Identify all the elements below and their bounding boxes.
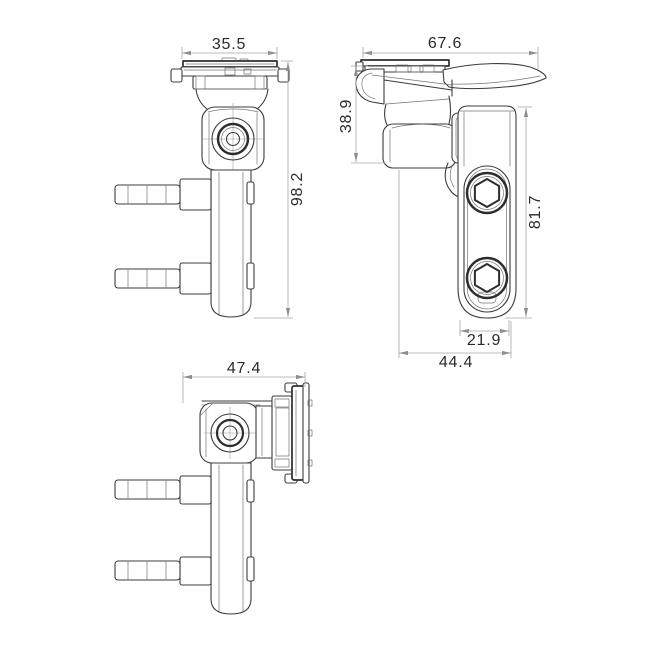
rotated-bolt-upper [114,475,212,505]
dim-label-rotated-width: 47.4 [227,360,261,377]
side-hex-bolt-upper [465,171,509,215]
dim-label-side-base-width: 44.4 [439,354,473,371]
side-release-lever [442,63,547,90]
rotated-arm [210,462,255,615]
front-neck [192,75,269,110]
front-view: 35.5 98.2 [114,36,306,319]
side-view: 67.6 38.9 81.7 21.9 44.4 [338,35,547,371]
dim-label-front-width: 35.5 [212,36,246,53]
dim-side-base-width: 44.4 [398,170,512,371]
rotated-neck [255,405,275,459]
dim-side-head-height: 38.9 [338,65,385,164]
dim-label-side-clamp-width: 21.9 [467,332,501,349]
dim-side-width: 67.6 [362,35,539,70]
front-pivot-housing [201,103,265,179]
side-hex-bolt-lower [465,256,509,300]
rotated-bolt-lower [114,556,212,586]
dim-label-side-clamp-height: 81.7 [527,195,544,229]
dim-label-front-height: 98.2 [289,172,306,206]
rotated-mount-plate [271,382,313,484]
side-head-body [355,68,457,169]
dim-side-clamp-height: 81.7 [505,106,544,319]
front-arm [210,169,255,318]
front-bolt-lower [114,262,212,295]
rotated-front-view: 47.4 [114,360,313,615]
dim-front-height: 98.2 [254,60,306,319]
dim-label-side-head-height: 38.9 [338,99,355,133]
dim-side-clamp-width: 21.9 [459,320,510,349]
dim-rotated-width: 47.4 [182,360,306,403]
dim-front-width: 35.5 [181,36,278,59]
dim-label-side-width: 67.6 [428,35,462,52]
front-bolt-upper [114,178,212,211]
